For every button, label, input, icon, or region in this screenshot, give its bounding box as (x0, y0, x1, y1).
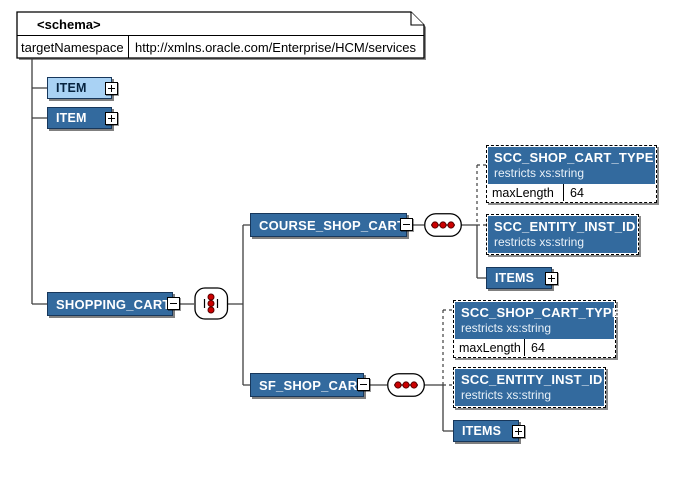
type-restriction: restricts xs:string (461, 388, 552, 402)
note-dogear-fold (410, 12, 424, 26)
element-label: ITEMS (462, 424, 502, 438)
facet-value: 64 (570, 185, 584, 200)
type-header: SCC_ENTITY_INST_ID restricts xs:string (455, 369, 604, 406)
type-restriction: restricts xs:string (494, 235, 585, 249)
expand-plus-icon[interactable] (105, 82, 118, 95)
solid-connectors (31, 59, 486, 432)
expand-plus-icon[interactable] (545, 272, 558, 285)
type-title: SCC_ENTITY_INST_ID (494, 219, 636, 234)
collapse-minus-icon[interactable] (357, 378, 370, 391)
facet-row: maxLength 64 (488, 184, 655, 201)
schema-attr-name: targetNamespace (21, 39, 124, 55)
schema-note-shape (16, 11, 426, 60)
type-scc-shop-cart-type[interactable]: SCC_SHOP_CART_TYPE restricts xs:string m… (486, 145, 657, 203)
sequence-indicator-icon[interactable] (424, 213, 462, 237)
expand-plus-icon[interactable] (512, 425, 525, 438)
element-items[interactable]: ITEMS (453, 420, 519, 442)
choice-indicator-icon[interactable] (194, 287, 229, 320)
collapse-minus-icon[interactable] (400, 218, 413, 231)
element-label: ITEMS (495, 271, 535, 285)
element-label: ITEM (56, 81, 87, 95)
element-sf-shop-cart[interactable]: SF_SHOP_CART (250, 373, 366, 397)
facet-row: maxLength 64 (455, 339, 614, 356)
facet-name: maxLength (488, 184, 564, 201)
type-scc-entity-inst-id[interactable]: SCC_ENTITY_INST_ID restricts xs:string (453, 367, 606, 408)
element-item-2[interactable]: ITEM (47, 107, 112, 129)
type-title: SCC_SHOP_CART_TYPE (461, 305, 621, 320)
facet-name: maxLength (455, 339, 525, 356)
facet-value: 64 (531, 340, 545, 355)
expand-plus-icon[interactable] (105, 112, 118, 125)
sequence-indicator-icon[interactable] (387, 373, 425, 397)
element-label: ITEM (56, 111, 87, 125)
type-title: SCC_ENTITY_INST_ID (461, 372, 603, 387)
element-course-shop-cart[interactable]: COURSE_SHOP_CART (250, 213, 407, 237)
type-header: SCC_SHOP_CART_TYPE restricts xs:string (455, 302, 621, 339)
type-header: SCC_SHOP_CART_TYPE restricts xs:string (488, 147, 655, 184)
element-shopping-cart[interactable]: SHOPPING_CART (47, 292, 173, 316)
collapse-minus-icon[interactable] (167, 297, 180, 310)
dashed-connectors (442, 164, 486, 386)
type-scc-shop-cart-type[interactable]: SCC_SHOP_CART_TYPE restricts xs:string m… (453, 300, 621, 358)
element-label: COURSE_SHOP_CART (259, 217, 406, 233)
element-label: SF_SHOP_CART (259, 377, 366, 393)
type-scc-entity-inst-id[interactable]: SCC_ENTITY_INST_ID restricts xs:string (486, 214, 639, 255)
type-restriction: restricts xs:string (461, 321, 552, 335)
element-label: SHOPPING_CART (56, 296, 171, 312)
type-title: SCC_SHOP_CART_TYPE (494, 150, 654, 165)
schema-node[interactable]: <schema> (37, 16, 101, 32)
schema-attr-value: http://xmlns.oracle.com/Enterprise/HCM/s… (135, 39, 417, 55)
element-item-1[interactable]: ITEM (47, 77, 112, 99)
element-items[interactable]: ITEMS (486, 267, 552, 289)
type-header: SCC_ENTITY_INST_ID restricts xs:string (488, 216, 637, 253)
type-restriction: restricts xs:string (494, 166, 585, 180)
